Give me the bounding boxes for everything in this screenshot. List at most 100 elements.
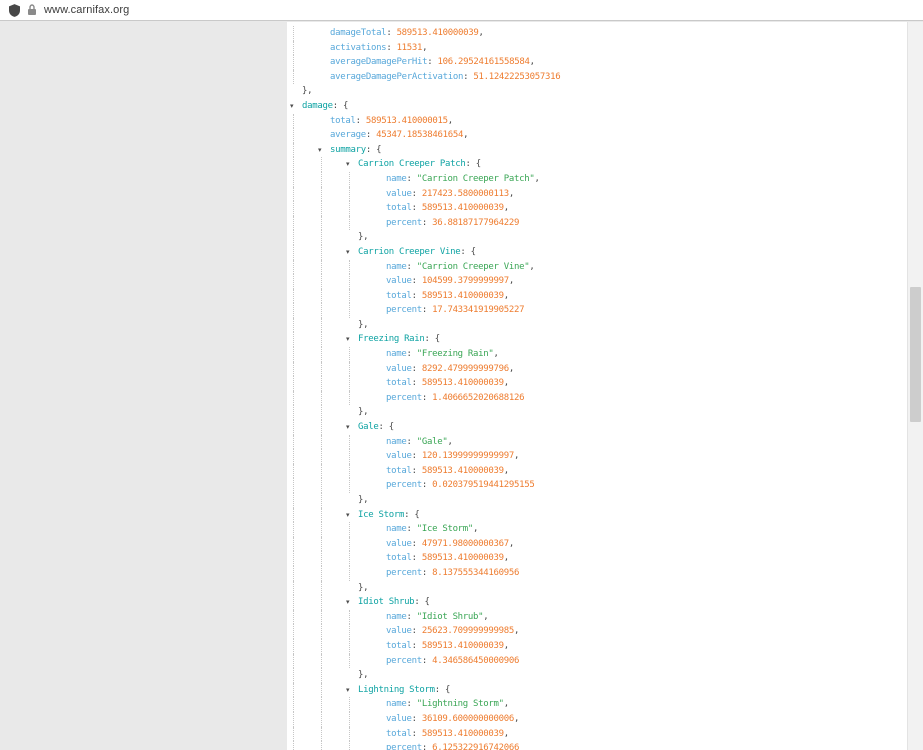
indent-guide bbox=[293, 522, 294, 537]
json-punctuation: : bbox=[421, 743, 433, 750]
json-punctuation: , bbox=[447, 436, 453, 447]
json-punctuation: , bbox=[513, 451, 520, 462]
indent-guide bbox=[293, 536, 294, 552]
indent-guide bbox=[321, 478, 322, 493]
indent-guide bbox=[321, 215, 322, 231]
json-key: name bbox=[386, 699, 407, 710]
indent-guide bbox=[321, 653, 322, 669]
json-punctuation: : bbox=[411, 538, 422, 549]
json-punctuation: : { bbox=[378, 422, 394, 433]
json-line: percent: 1.4066652020688126 bbox=[287, 390, 907, 406]
indent-guide bbox=[349, 201, 350, 216]
scrollbar[interactable] bbox=[907, 22, 923, 750]
triangle-down-icon[interactable]: ▾ bbox=[290, 101, 294, 110]
json-line: total: 589513.410000039, bbox=[287, 726, 907, 742]
indent-guide bbox=[349, 711, 350, 727]
json-punctuation: : bbox=[463, 71, 474, 82]
json-punctuation: : bbox=[411, 363, 422, 374]
triangle-down-icon[interactable]: ▾ bbox=[346, 685, 350, 694]
triangle-down-icon[interactable]: ▾ bbox=[346, 247, 350, 256]
json-punctuation: : bbox=[406, 173, 417, 184]
json-punctuation: : bbox=[386, 28, 397, 38]
lock-icon[interactable] bbox=[27, 4, 37, 16]
json-number: 45347.18538461654 bbox=[376, 130, 464, 141]
indent-guide bbox=[293, 726, 294, 742]
json-object-key[interactable]: summary bbox=[330, 144, 366, 155]
json-punctuation: , bbox=[503, 553, 509, 564]
json-tree: damageTotal: 589513.410000039,activation… bbox=[287, 26, 907, 750]
scrollbar-thumb[interactable] bbox=[910, 287, 921, 422]
json-punctuation: , bbox=[473, 524, 479, 535]
json-key: value bbox=[386, 276, 412, 287]
json-line: name: "Lightning Storm", bbox=[287, 697, 907, 712]
json-key: percent bbox=[386, 655, 422, 666]
json-punctuation: : bbox=[411, 626, 422, 637]
json-punctuation: : bbox=[406, 524, 417, 535]
json-key: name bbox=[386, 261, 407, 272]
indent-guide bbox=[293, 420, 294, 435]
json-line: name: "Idiot Shrub", bbox=[287, 609, 907, 625]
json-punctuation: : { bbox=[434, 684, 451, 695]
indent-guide bbox=[321, 726, 322, 742]
json-line: value: 104599.3799999997, bbox=[287, 274, 907, 289]
json-punctuation: , bbox=[503, 699, 509, 710]
indent-guide bbox=[349, 478, 350, 493]
indent-guide bbox=[349, 215, 350, 231]
json-punctuation: : { bbox=[460, 246, 476, 257]
indent-guide bbox=[293, 186, 294, 202]
json-line: }, bbox=[287, 405, 907, 421]
json-object-key[interactable]: Carrion Creeper Vine bbox=[358, 246, 461, 257]
json-number: 589513.410000039 bbox=[421, 640, 504, 651]
json-object-key[interactable]: Gale bbox=[358, 422, 379, 433]
shield-icon[interactable] bbox=[9, 3, 20, 17]
indent-guide bbox=[349, 463, 350, 479]
json-object-key[interactable]: Idiot Shrub bbox=[358, 597, 415, 608]
indent-guide bbox=[293, 113, 294, 129]
json-object-key[interactable]: Carrion Creeper Patch bbox=[358, 159, 466, 170]
json-punctuation: : { bbox=[404, 509, 420, 520]
json-punctuation: : bbox=[411, 203, 422, 214]
json-number: 589513.410000039 bbox=[421, 378, 504, 389]
indent-guide bbox=[321, 157, 322, 172]
indent-guide bbox=[293, 361, 294, 377]
triangle-down-icon[interactable]: ▾ bbox=[346, 335, 350, 344]
json-object-key[interactable]: Ice Storm bbox=[358, 509, 405, 520]
json-punctuation: }, bbox=[358, 582, 369, 593]
browser-address-bar[interactable]: www.carnifax.org bbox=[0, 0, 923, 21]
triangle-down-icon[interactable]: ▾ bbox=[346, 423, 350, 432]
json-punctuation: , bbox=[508, 363, 514, 374]
json-object-key[interactable]: damage bbox=[302, 100, 333, 111]
triangle-down-icon[interactable]: ▾ bbox=[346, 160, 350, 169]
json-punctuation: , bbox=[513, 713, 520, 724]
indent-guide bbox=[349, 171, 350, 187]
triangle-down-icon[interactable]: ▾ bbox=[318, 145, 322, 154]
json-punctuation: : bbox=[411, 290, 422, 301]
indent-guide bbox=[321, 668, 322, 683]
json-line: value: 47971.98000000367, bbox=[287, 536, 907, 552]
json-line: average: 45347.18538461654, bbox=[287, 128, 907, 143]
json-punctuation: , bbox=[447, 115, 453, 126]
json-punctuation: : bbox=[421, 305, 433, 316]
indent-guide bbox=[293, 142, 294, 158]
indent-guide bbox=[293, 376, 294, 391]
json-key: total bbox=[386, 728, 412, 739]
indent-guide bbox=[293, 609, 294, 625]
json-key: total bbox=[386, 378, 412, 389]
json-line: value: 120.13999999999997, bbox=[287, 449, 907, 464]
json-key: value bbox=[386, 188, 412, 199]
json-number: 4.346586450000906 bbox=[432, 655, 520, 666]
url-text[interactable]: www.carnifax.org bbox=[44, 4, 130, 16]
indent-guide bbox=[293, 347, 294, 362]
indent-guide bbox=[321, 638, 322, 654]
indent-guide bbox=[293, 274, 294, 289]
json-line: }, bbox=[287, 668, 907, 683]
json-object-key[interactable]: Lightning Storm bbox=[358, 684, 435, 695]
triangle-down-icon[interactable]: ▾ bbox=[346, 510, 350, 519]
json-object-key[interactable]: Freezing Rain bbox=[358, 334, 425, 345]
json-number: 104599.3799999997 bbox=[421, 276, 509, 287]
json-key: averageDamagePerActivation bbox=[330, 71, 464, 82]
indent-guide bbox=[293, 69, 294, 85]
json-string: "Idiot Shrub" bbox=[416, 611, 484, 622]
json-key: name bbox=[386, 436, 407, 447]
triangle-down-icon[interactable]: ▾ bbox=[346, 598, 350, 607]
